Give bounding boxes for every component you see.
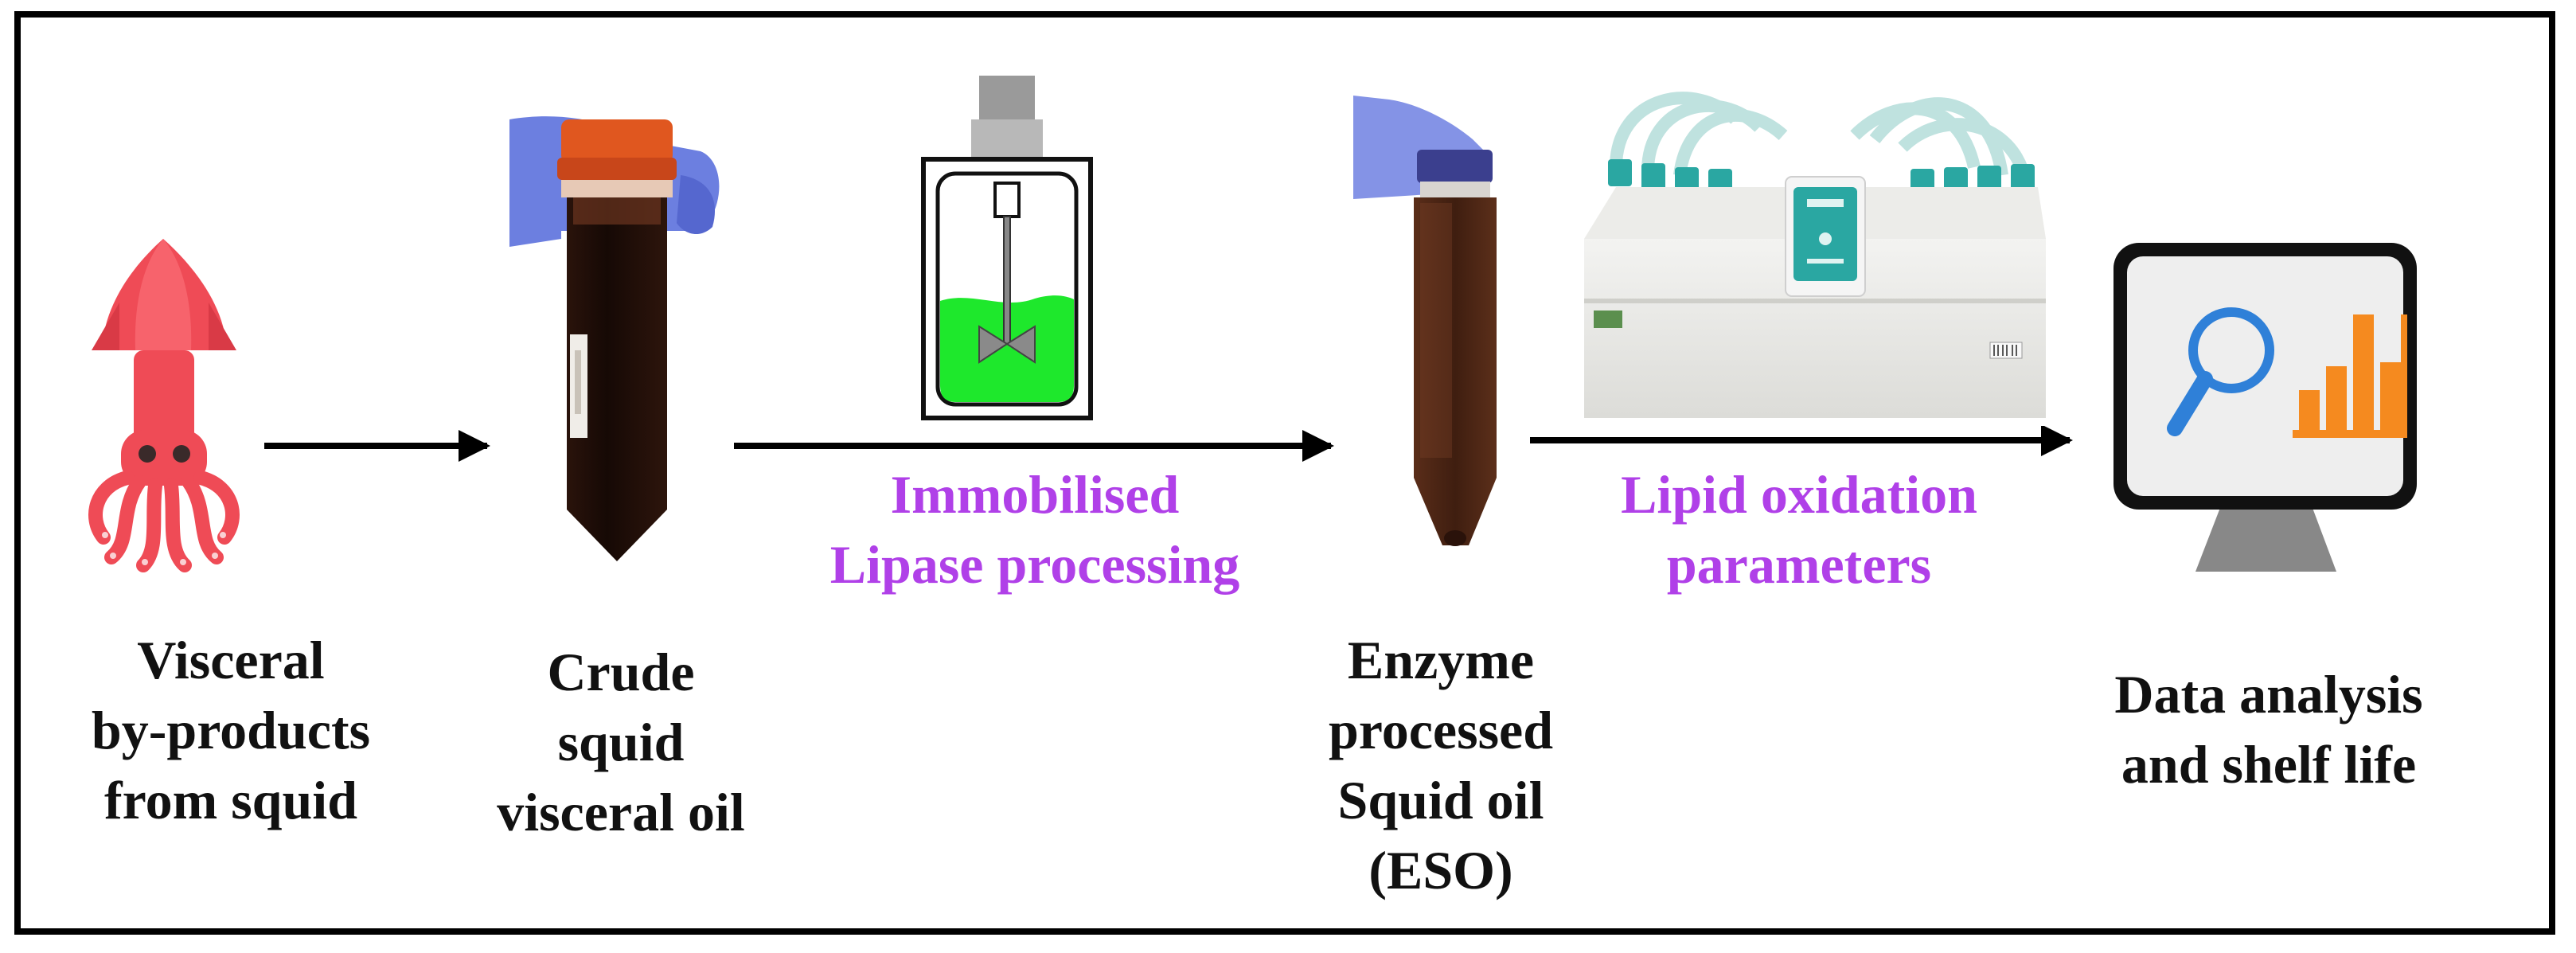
process-label-oxidation: Lipid oxidation parameters [1621, 464, 1977, 595]
crude-oil-tube-photo [509, 111, 724, 577]
node-label-crude: Crude squid visceral oil [497, 642, 745, 842]
monitor-analysis-icon [2113, 243, 2417, 572]
oxidation-instrument-photo [1576, 68, 2046, 426]
processed-oil-tube-photo [1353, 96, 1524, 561]
node-label-eso: Enzyme processed Squid oil (ESO) [1328, 630, 1554, 900]
process-label-lipase: Immobilised Lipase processing [829, 464, 1240, 595]
stirred-reactor-icon [921, 76, 1093, 420]
node-label-analysis: Data analysis and shelf life [2114, 664, 2423, 795]
bar-chart-icon [2293, 314, 2407, 438]
magnifier-icon [2167, 307, 2274, 436]
node-label-visceral: Visceral by-products from squid [91, 630, 371, 830]
squid-icon [88, 239, 240, 572]
